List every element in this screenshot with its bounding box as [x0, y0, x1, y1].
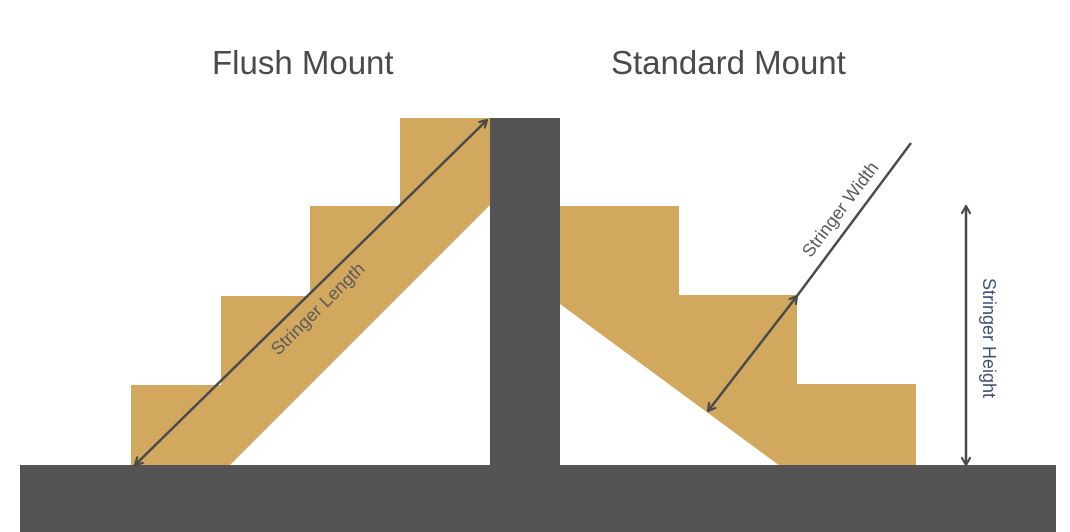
stringer-height-label: Stringer Height	[979, 278, 999, 398]
ground-slab	[20, 465, 1056, 532]
stringer-width-leader-line	[795, 142, 913, 297]
stringer-width-arrow	[708, 296, 797, 411]
standard-mount-heading: Standard Mount	[611, 44, 846, 81]
support-post	[490, 118, 560, 468]
stringer-length-arrow	[135, 120, 487, 465]
flush-mount-heading: Flush Mount	[212, 44, 394, 81]
stringer-width-label: Stringer Width	[798, 158, 883, 261]
standard-mount-stringer	[560, 206, 916, 466]
